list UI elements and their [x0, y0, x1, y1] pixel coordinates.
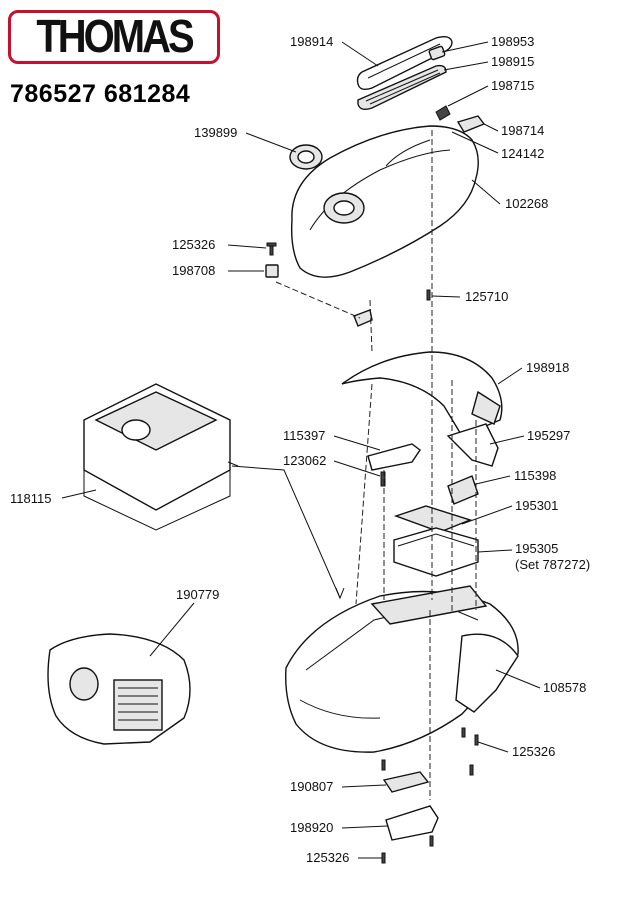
part-label: 125326: [512, 744, 555, 759]
motor-housing-part: [47, 633, 191, 745]
bottom-cover-part: [385, 805, 439, 841]
part-label: 198918: [526, 360, 569, 375]
release-button-part: [367, 443, 421, 471]
model-numbers: 786527 681284: [10, 80, 191, 108]
switch-part: [382, 771, 430, 793]
button-spring-part: [435, 105, 451, 121]
part-label: 198714: [501, 123, 544, 138]
part-label: 198914: [290, 34, 333, 49]
part-label: 198715: [491, 78, 534, 93]
water-filter-box-part: [83, 383, 231, 531]
screws-bottom: [381, 835, 434, 864]
part-label: 198920: [290, 820, 333, 835]
part-label: 195305: [515, 541, 558, 556]
screw-part-125710: [426, 289, 431, 301]
latch-part: [265, 264, 279, 278]
part-label: 190779: [176, 587, 219, 602]
part-label: 139899: [194, 125, 237, 140]
latch-part-lower: [353, 309, 373, 327]
part-label: 198953: [491, 34, 534, 49]
rear-panel-part: [455, 633, 519, 713]
part-label: 198915: [491, 54, 534, 69]
exhaust-grille-part: [446, 423, 499, 467]
part-label: 190807: [290, 779, 333, 794]
top-cover-part: [290, 125, 479, 278]
handle-clip-part: [428, 45, 446, 61]
filter-cassette-part: [393, 527, 479, 577]
part-label: 108578: [543, 680, 586, 695]
hose-connector-part: [289, 144, 323, 170]
part-label: 118115: [10, 491, 51, 506]
part-label: 195297: [527, 428, 570, 443]
upper-shell-part: [341, 351, 503, 437]
pin-part: [380, 471, 386, 487]
part-note: (Set 787272): [515, 557, 590, 572]
part-label: 125326: [306, 850, 349, 865]
screws-rear: [381, 727, 479, 776]
part-label: 115397: [283, 428, 325, 443]
part-label: 125710: [465, 289, 508, 304]
filter-pad-part: [393, 505, 473, 533]
part-label: 125326: [172, 237, 215, 252]
part-label: 124142: [501, 146, 544, 161]
part-label: 195301: [515, 498, 558, 513]
button-part: [456, 115, 486, 133]
part-label: 123062: [283, 453, 326, 468]
part-label: 198708: [172, 263, 215, 278]
brand-logo: THOMAS: [8, 10, 220, 64]
main-body-part: [285, 585, 519, 753]
screw-part: [266, 242, 277, 256]
part-label: 115398: [514, 468, 556, 483]
brand-logo-text: THOMAS: [36, 11, 194, 62]
handle-grip-part: [357, 64, 447, 111]
part-label: 102268: [505, 196, 548, 211]
